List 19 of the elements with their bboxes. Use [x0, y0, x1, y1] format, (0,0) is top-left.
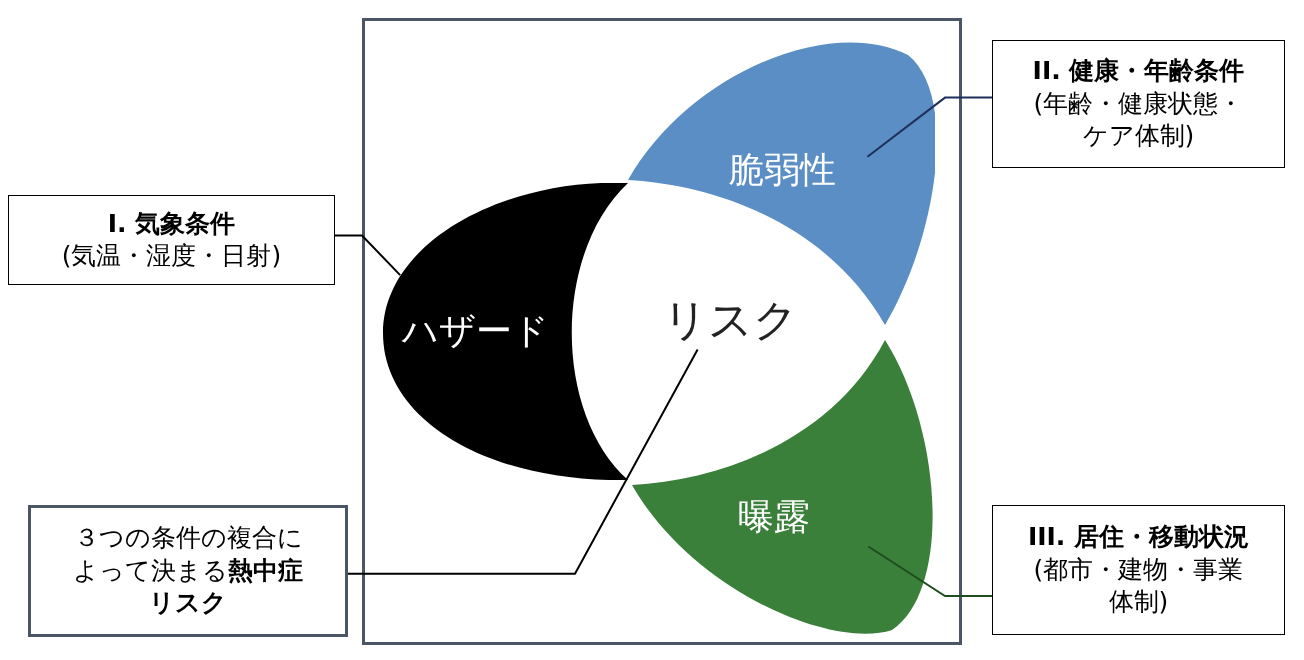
center-label: リスク	[662, 292, 798, 347]
label-box	[28, 505, 348, 637]
body-text: (気温・湿度・日射)	[61, 240, 282, 272]
label-box	[992, 40, 1285, 168]
leader-line	[866, 96, 993, 158]
heading-text: II. 健康・年齢条件	[1032, 55, 1245, 88]
petal-label: 曝露	[737, 495, 810, 539]
petal-label: 脆弱性	[727, 147, 836, 192]
label-box	[8, 195, 335, 285]
leader-line	[867, 545, 993, 597]
body-text: (年齢・健康状態・ケア体制)	[1032, 87, 1245, 153]
body-text: ３つの条件の複合によって決まる熱中症リスク	[73, 522, 303, 620]
heading-text: I. 気象条件	[107, 207, 236, 240]
heading-text: III. 居住・移動状況	[1027, 521, 1250, 554]
label-box	[992, 505, 1285, 635]
body-text: (都市・建物・事業体制)	[1032, 553, 1245, 619]
petal-label: ハザード	[402, 309, 549, 353]
leader-line	[347, 348, 699, 575]
leader-line	[334, 234, 402, 277]
